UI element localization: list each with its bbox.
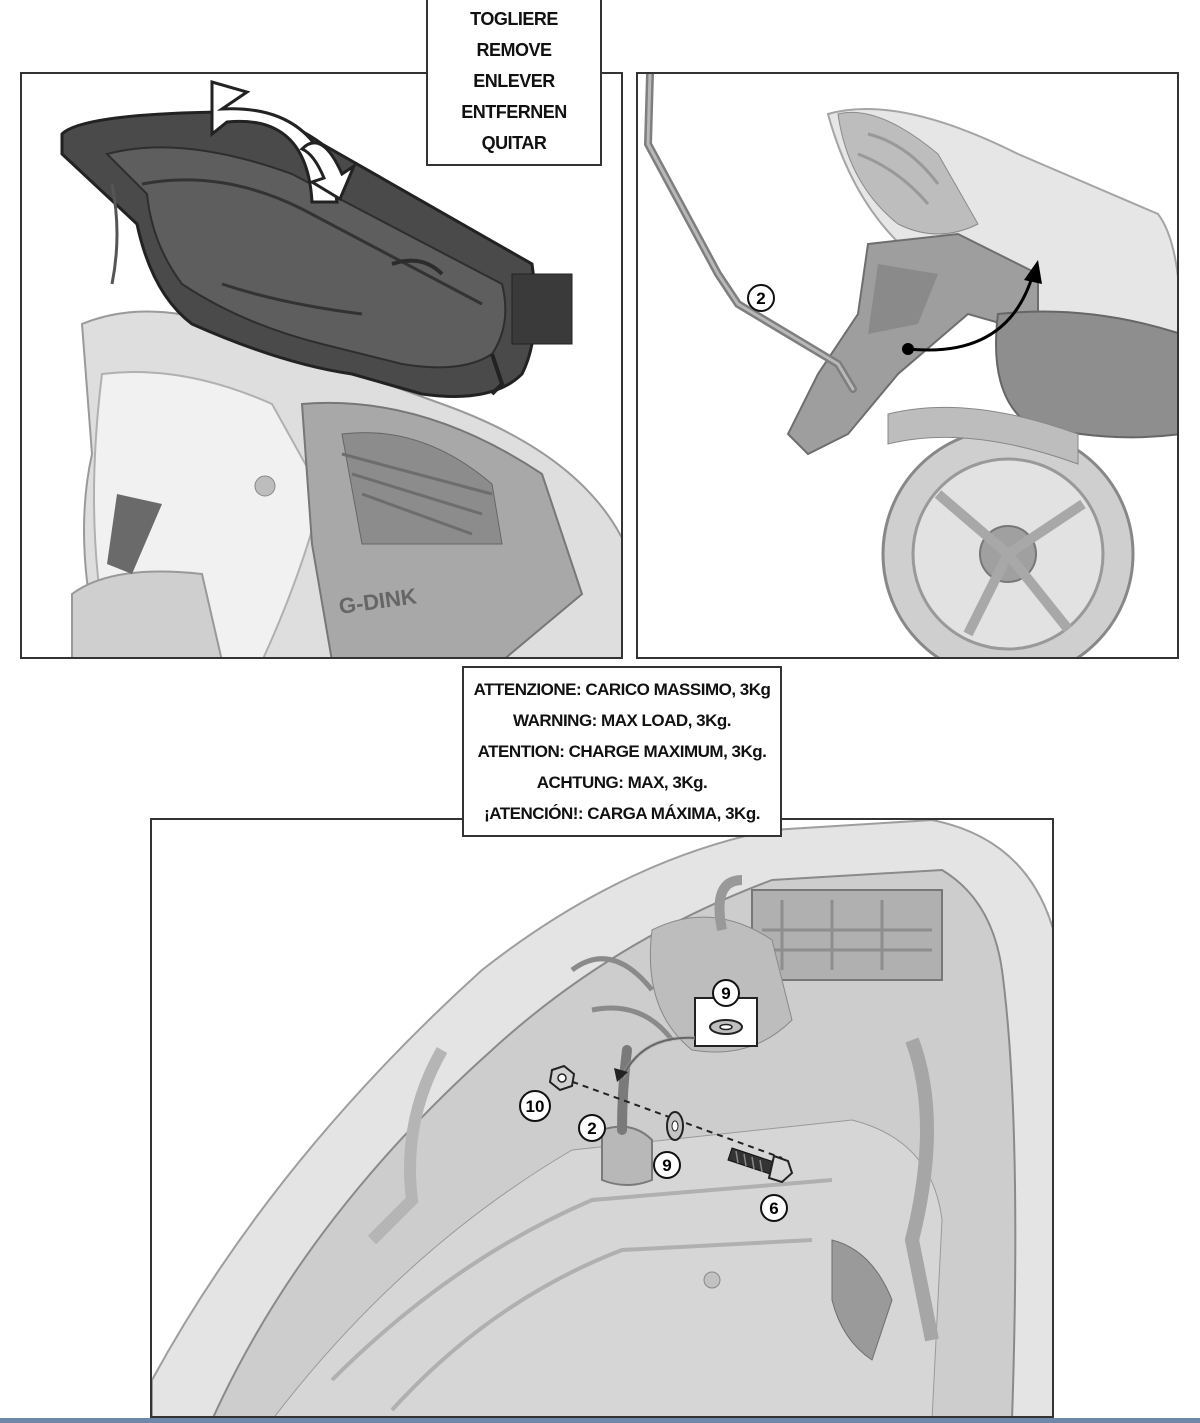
page-bottom-rule [0, 1418, 1200, 1423]
callout-part-2: 2 [747, 284, 775, 312]
callout-bar: 2 [578, 1114, 606, 1142]
warning-label-de: ACHTUNG: MAX, 3Kg. [536, 773, 708, 792]
remove-label-es: QUITAR [481, 132, 547, 153]
callout-washer-bottom-label: 9 [662, 1156, 671, 1175]
warning-label-en: WARNING: MAX LOAD, 3Kg. [513, 711, 732, 730]
panel-fastening-detail: 9 10 2 9 6 [150, 818, 1054, 1418]
washer-icon [709, 1019, 743, 1035]
fastening-illustration: 9 10 2 9 6 [152, 820, 1052, 1416]
remove-label-it: TOGLIERE [470, 8, 558, 29]
warning-label-es: ¡ATENCIÓN!: CARGA MÁXIMA, 3Kg. [484, 804, 760, 823]
bolt-icon [727, 1147, 794, 1184]
callout-part-2-label: 2 [756, 289, 765, 308]
remove-label-en: REMOVE [476, 39, 552, 60]
callout-bar-label: 2 [587, 1119, 596, 1138]
panel-remove-bucket: G-DINK [20, 72, 623, 659]
washer-icon [666, 1111, 684, 1141]
warning-label-it: ATTENZIONE: CARICO MASSIMO, 3Kg [473, 680, 771, 699]
warning-label-box: ATTENZIONE: CARICO MASSIMO, 3Kg WARNING:… [462, 666, 782, 837]
remove-label-box: TOGLIERE REMOVE ENLEVER ENTFERNEN QUITAR [426, 0, 602, 166]
panel-rear-frame: 2 [636, 72, 1179, 659]
curved-arrow-icon [907, 273, 1035, 352]
callout-bolt: 6 [760, 1194, 788, 1222]
nut-icon [548, 1064, 576, 1092]
remove-label-de: ENTFERNEN [461, 101, 567, 122]
warning-label-fr: ATENTION: CHARGE MAXIMUM, 3Kg. [477, 742, 767, 761]
callout-washer-top-label: 9 [721, 984, 730, 1003]
bucket-illustration: G-DINK [60, 80, 621, 657]
callout-bolt-label: 6 [769, 1199, 778, 1218]
callout-washer-top: 9 [712, 979, 740, 1007]
callout-nut: 10 [519, 1090, 551, 1122]
rear-frame-illustration: 2 [643, 74, 1177, 657]
callout-nut-label: 10 [526, 1097, 545, 1116]
remove-label-fr: ENLEVER [473, 70, 555, 91]
callout-washer-bottom: 9 [653, 1151, 681, 1179]
